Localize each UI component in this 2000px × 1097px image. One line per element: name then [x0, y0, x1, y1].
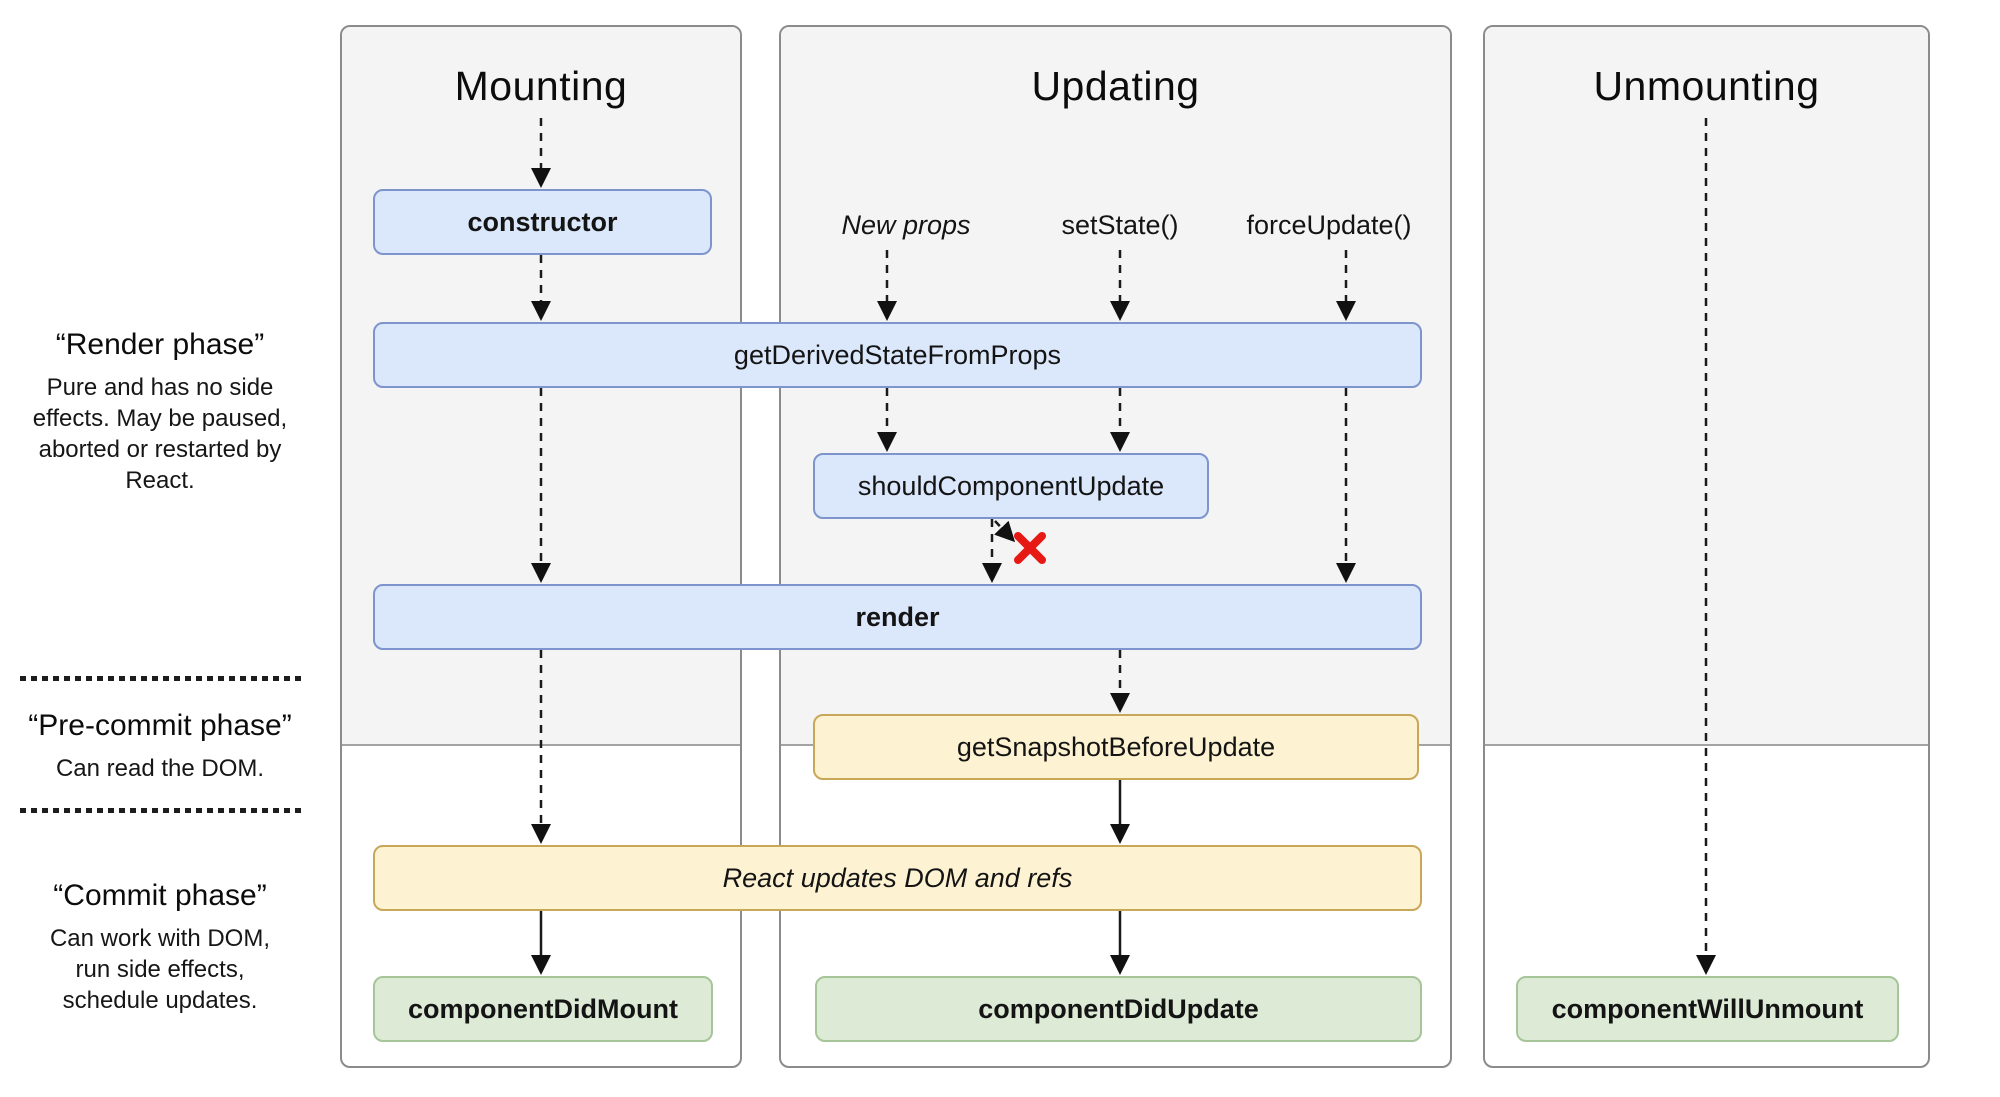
unmounting-render-phase-region — [1485, 27, 1928, 746]
constructor-box: constructor — [373, 189, 712, 255]
should-component-update-box: shouldComponentUpdate — [813, 453, 1209, 519]
get-snapshot-before-update-box: getSnapshotBeforeUpdate — [813, 714, 1419, 780]
phase-divider-rule — [20, 808, 306, 813]
render-phase-title: “Render phase” — [55, 328, 265, 361]
react-updates-dom-box: React updates DOM and refs — [373, 845, 1422, 911]
commit-phase-title: “Commit phase” — [53, 879, 267, 912]
render-phase-description: Pure and has no side effects. May be pau… — [32, 374, 288, 494]
mounting-column-title: Mounting — [454, 63, 628, 109]
commit-phase-description: Can work with DOM, run side effects, sch… — [49, 925, 271, 1014]
set-state-label: setState() — [1061, 210, 1179, 240]
new-props-label: New props — [841, 210, 971, 240]
component-did-update-box: componentDidUpdate — [815, 976, 1422, 1042]
component-did-mount-box: componentDidMount — [373, 976, 713, 1042]
pre-commit-phase-annotation: “Pre-commit phase” Can read the DOM. — [10, 709, 310, 784]
skip-render-x-icon — [1012, 530, 1048, 566]
pre-commit-phase-title: “Pre-commit phase” — [28, 709, 292, 742]
force-update-label: forceUpdate() — [1246, 210, 1412, 240]
render-box: render — [373, 584, 1422, 650]
updating-column-title: Updating — [1031, 63, 1200, 109]
arrow-scu-to-skip-x — [994, 520, 1016, 543]
pre-commit-phase-description: Can read the DOM. — [55, 755, 265, 782]
phase-divider-rule — [20, 676, 306, 681]
get-derived-state-from-props-box: getDerivedStateFromProps — [373, 322, 1422, 388]
unmounting-column-title: Unmounting — [1593, 63, 1820, 109]
component-will-unmount-box: componentWillUnmount — [1516, 976, 1899, 1042]
render-phase-annotation: “Render phase” Pure and has no side effe… — [10, 328, 310, 496]
commit-phase-annotation: “Commit phase” Can work with DOM, run si… — [10, 879, 310, 1016]
